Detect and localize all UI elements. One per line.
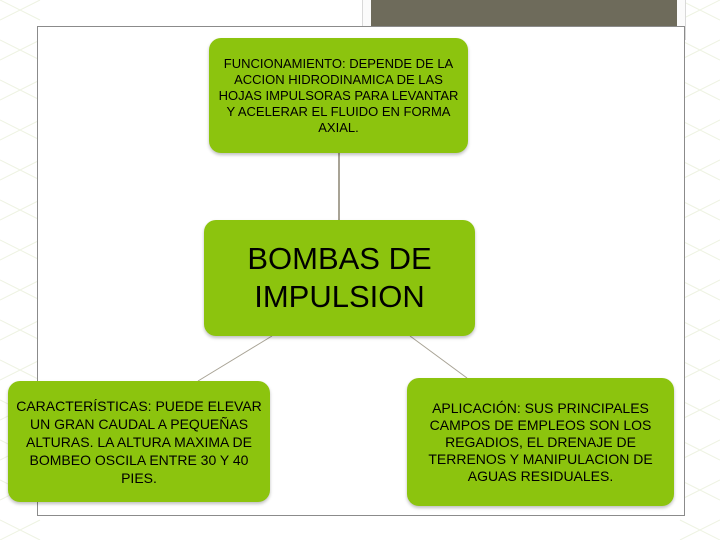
node-caracteristicas: CARACTERÍSTICAS: PUEDE ELEVAR UN GRAN CA… (8, 381, 270, 502)
node-bombas-de-impulsion: BOMBAS DE IMPULSION (204, 220, 475, 336)
node-aplicacion: APLICACIÓN: SUS PRINCIPALES CAMPOS DE EM… (407, 378, 674, 506)
node-funcionamiento-text: FUNCIONAMIENTO: DEPENDE DE LA ACCION HID… (218, 55, 459, 135)
node-funcionamiento: FUNCIONAMIENTO: DEPENDE DE LA ACCION HID… (209, 38, 468, 153)
node-center-title: BOMBAS DE IMPULSION (247, 241, 432, 314)
node-caracteristicas-text: CARACTERÍSTICAS: PUEDE ELEVAR UN GRAN CA… (16, 397, 262, 486)
node-aplicacion-text: APLICACIÓN: SUS PRINCIPALES CAMPOS DE EM… (428, 399, 653, 484)
